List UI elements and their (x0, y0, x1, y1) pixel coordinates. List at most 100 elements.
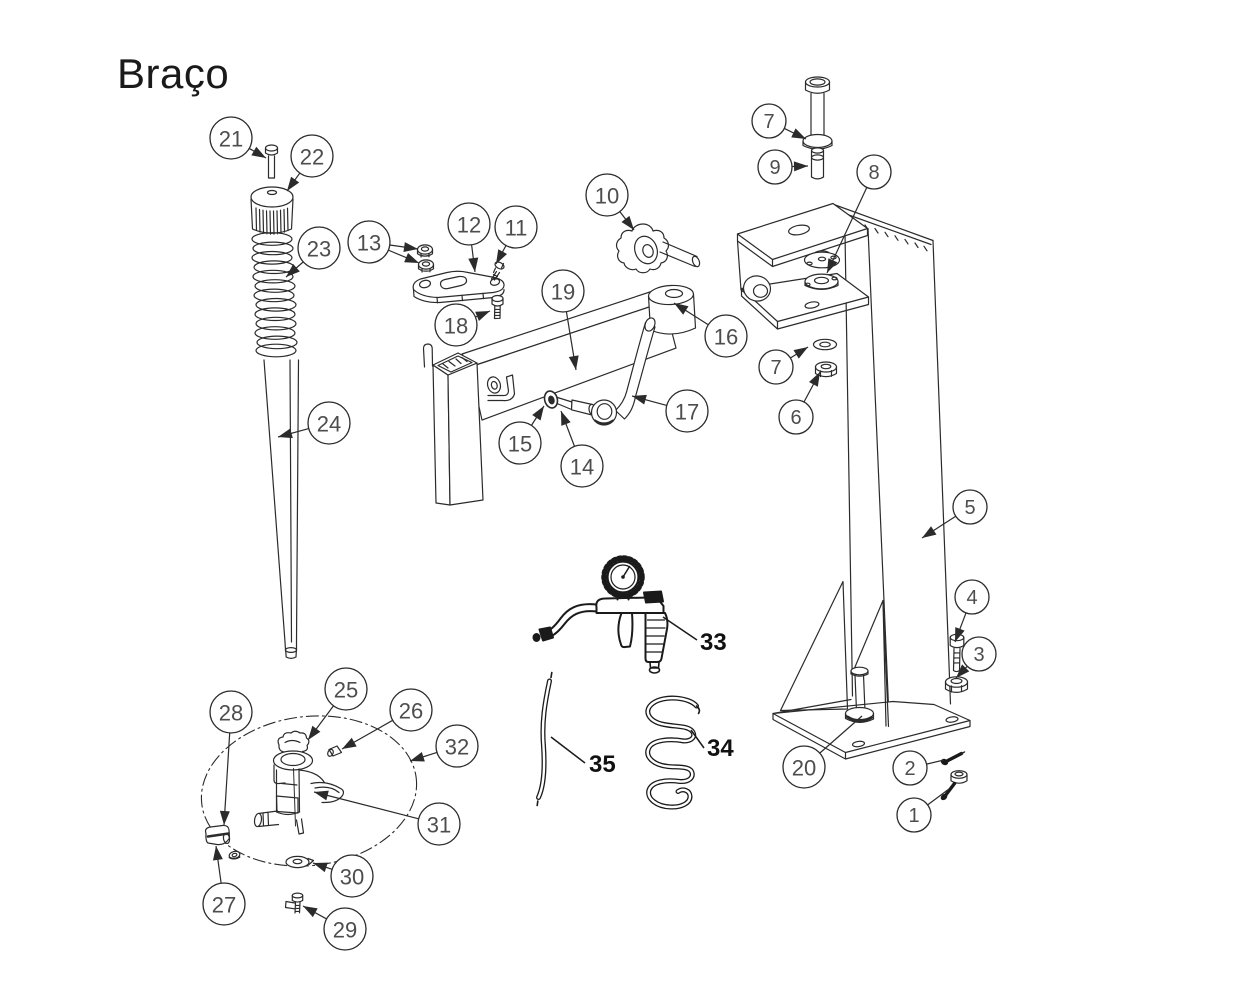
callout-circle (896, 797, 932, 833)
callout-circle (758, 349, 794, 385)
callout-circle (778, 399, 814, 435)
part-fastener-1 (940, 770, 968, 801)
part-base-plate (772, 580, 971, 760)
callout-number: 24 (317, 412, 341, 437)
callout-circle (954, 579, 990, 615)
callout-number: 4 (966, 587, 977, 609)
leader-arrowhead (496, 249, 508, 264)
callout-16: 16 (673, 302, 748, 358)
callout-number: 6 (790, 407, 801, 429)
callout-14: 14 (560, 410, 604, 488)
callout-24: 24 (277, 401, 351, 445)
callout-20: 20 (782, 715, 863, 789)
callout-21: 21 (209, 116, 267, 160)
part-bolt-21 (264, 144, 279, 179)
callout-circle (961, 636, 997, 672)
callout-number: 32 (445, 735, 469, 760)
callout-number: 19 (551, 280, 575, 305)
callout-number: 5 (964, 497, 975, 519)
callout-23: 23 (285, 226, 341, 278)
leader-arrowhead (956, 664, 970, 678)
leader-arrowhead (561, 411, 571, 426)
callout-circle (417, 802, 461, 846)
callout-circle (494, 205, 538, 249)
leader-arrowhead (955, 627, 965, 642)
part-plate-12 (412, 270, 505, 304)
leader-arrowhead (568, 355, 579, 370)
part-spring-34 (645, 695, 701, 810)
callout-number: 17 (675, 400, 699, 425)
leader-arrowhead (219, 810, 230, 825)
leader-line (826, 187, 868, 274)
callout-number: 27 (212, 893, 236, 918)
part-bolt7-sleeve9 (802, 76, 833, 180)
callout-circle (209, 690, 253, 734)
part-label-34: 34 (690, 729, 734, 762)
part-washer7-nut6 (812, 338, 838, 378)
leader-arrowhead (313, 862, 328, 873)
callout-11: 11 (494, 205, 538, 265)
part-fitting-26 (327, 745, 343, 757)
part-column-5 (831, 203, 952, 707)
callout-number: 20 (792, 756, 816, 781)
callout-circle (560, 444, 604, 488)
leader-line (927, 788, 950, 806)
callout-7: 7 (751, 103, 807, 140)
leader-arrowhead (308, 725, 321, 740)
callout-9: 9 (757, 149, 809, 185)
leader-arrowhead (286, 264, 300, 277)
label-leader-line (662, 616, 698, 641)
callout-13: 13 (347, 220, 420, 264)
label-leader-line (550, 736, 586, 764)
callout-32: 32 (409, 724, 479, 768)
callout-number: 1 (908, 805, 919, 827)
callout-number: 11 (505, 216, 528, 241)
callout-number: 12 (457, 213, 481, 238)
part-bolt-18 (491, 294, 504, 320)
callout-number: 28 (219, 701, 243, 726)
callout-circle (447, 202, 491, 246)
part-screw-11 (490, 261, 505, 281)
leader-arrowhead (632, 394, 647, 405)
callout-27: 27 (202, 845, 246, 926)
callout-circle (952, 489, 988, 525)
leader-arrowhead (410, 751, 425, 762)
callout-circle (435, 724, 479, 768)
part-washer-30 (285, 855, 315, 869)
leader-arrowhead (532, 406, 544, 421)
callout-17: 17 (631, 389, 709, 433)
callout-number: 23 (307, 237, 331, 262)
leader-arrowhead (287, 176, 300, 191)
part-foot-20 (844, 666, 875, 723)
callout-number: 29 (333, 918, 357, 943)
part-nuts-13 (416, 244, 435, 273)
leader-line (223, 732, 231, 826)
callout-1: 1 (896, 788, 950, 833)
leader-arrowhead (404, 252, 419, 263)
leader-arrowhead (314, 790, 329, 801)
callout-circle (209, 116, 253, 160)
part-valve-31 (253, 764, 345, 835)
leader-arrowhead (809, 372, 820, 387)
part-handle-17 (614, 317, 656, 420)
part-pin (422, 343, 434, 368)
part-roller-group (543, 390, 618, 426)
callout-circle (389, 688, 433, 732)
callout-4: 4 (954, 579, 990, 643)
leader-arrowhead (251, 146, 266, 158)
callout-8: 8 (826, 154, 892, 274)
callout-6: 6 (778, 371, 821, 435)
callout-number: 7 (763, 111, 774, 133)
callout-number: 18 (444, 314, 468, 339)
callout-5: 5 (921, 489, 988, 539)
leader-line (313, 791, 419, 820)
part-knob-22 (250, 186, 294, 235)
callout-circle (782, 745, 826, 789)
callout-number: 8 (868, 162, 879, 184)
part-head-bracket (736, 202, 870, 330)
callout-circle (290, 134, 334, 178)
callout-26: 26 (341, 688, 433, 750)
callout-2: 2 (892, 750, 945, 786)
